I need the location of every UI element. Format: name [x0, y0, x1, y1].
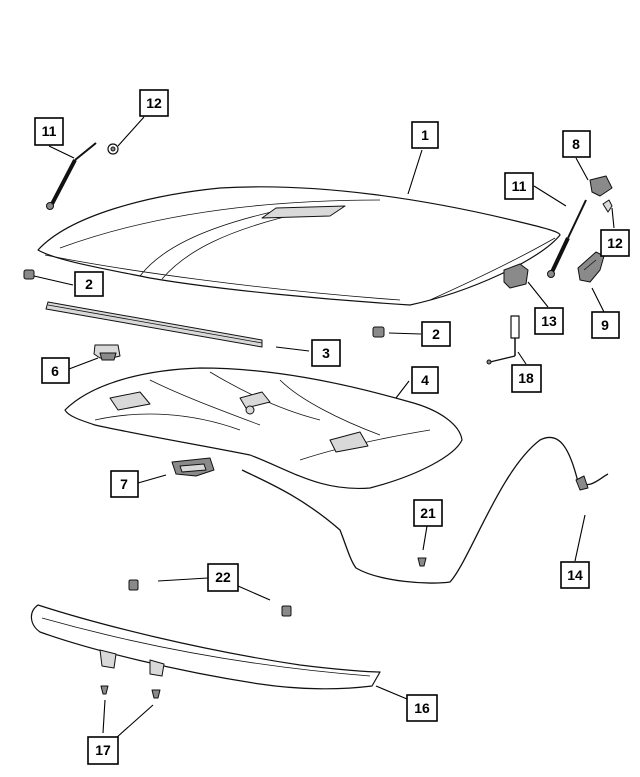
hood-seal-strip [45, 301, 263, 348]
hood-silencer-pad [64, 367, 463, 490]
gas-strut-left [46, 142, 97, 210]
callout-17: 17 [87, 736, 119, 765]
hood-ajar-switch [486, 315, 520, 365]
callout-14: 14 [560, 561, 590, 589]
callout-label: 14 [567, 567, 583, 583]
bolt-right [281, 605, 292, 617]
callout-13: 13 [534, 307, 564, 335]
strut-clip-left [107, 143, 119, 155]
callout-1: 1 [411, 121, 439, 149]
callout-6: 6 [41, 357, 70, 384]
callout-3: 3 [311, 339, 341, 367]
callout-label: 22 [215, 569, 231, 585]
callout-label: 11 [512, 178, 527, 194]
callout-12-right: 12 [600, 229, 630, 257]
callout-18: 18 [511, 364, 542, 393]
callout-9: 9 [591, 311, 620, 339]
callout-label: 12 [146, 95, 162, 111]
bolt-left [128, 579, 139, 591]
callout-label: 17 [95, 742, 111, 758]
gas-strut-right [547, 199, 587, 278]
callout-22: 22 [207, 563, 239, 592]
hood-release-handle [503, 263, 529, 289]
callout-label: 12 [607, 235, 623, 251]
cowl-panel [30, 604, 381, 690]
callout-4: 4 [411, 366, 439, 394]
hood-hinge [577, 251, 605, 283]
callout-label: 7 [120, 476, 128, 492]
callout-label: 21 [420, 505, 436, 521]
fastener-right [151, 689, 161, 699]
hood-bumper-right [372, 326, 385, 338]
callout-11-left: 11 [34, 117, 64, 146]
callout-12-left: 12 [139, 89, 169, 117]
leader-lines [33, 116, 615, 739]
hood-latch [171, 457, 215, 477]
callout-label: 13 [541, 313, 557, 329]
callout-label: 18 [518, 370, 534, 386]
callout-label: 2 [432, 326, 440, 342]
latch-striker [93, 344, 121, 361]
hood-hinge-upper [589, 175, 613, 197]
hood-release-cable [241, 436, 609, 584]
callout-label: 3 [322, 345, 330, 361]
callout-label: 1 [421, 127, 429, 143]
push-pin-fastener [417, 557, 427, 567]
callout-16: 16 [406, 694, 438, 722]
callout-21: 21 [413, 499, 443, 527]
callout-label: 4 [421, 372, 429, 388]
callout-7: 7 [110, 470, 139, 498]
fastener-left [100, 685, 109, 695]
callout-2-right: 2 [421, 321, 451, 347]
strut-clip-right [602, 199, 613, 213]
callout-label: 11 [42, 123, 57, 139]
callout-label: 6 [51, 363, 59, 379]
hood-panel [37, 186, 561, 306]
hood-bumper-left [23, 269, 35, 280]
callout-label: 2 [85, 276, 93, 292]
callout-2-left: 2 [74, 271, 104, 297]
callout-8: 8 [562, 130, 591, 158]
callout-11-right: 11 [504, 172, 534, 200]
callout-label: 16 [414, 700, 430, 716]
callout-label: 8 [572, 136, 580, 152]
callout-label: 9 [601, 317, 609, 333]
